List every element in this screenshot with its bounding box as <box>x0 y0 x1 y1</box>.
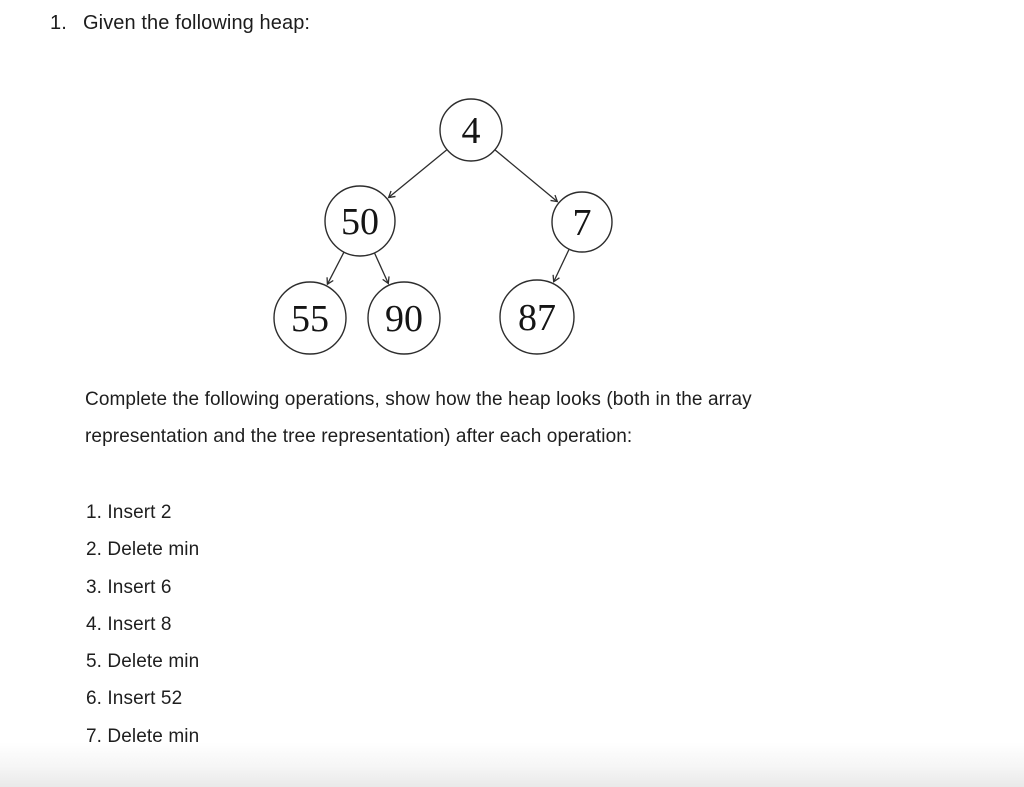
heap-node-label: 55 <box>291 298 329 340</box>
heap-node-circle <box>367 281 441 355</box>
heap-node: 4 <box>439 98 503 162</box>
heap-node-circle <box>551 191 613 253</box>
heap-edges <box>326 149 570 286</box>
heap-tree-diagram: 4 50 7 55 90 87 <box>273 98 613 355</box>
heap-node-label: 7 <box>573 202 592 244</box>
operation-item: 4. Insert 8 <box>86 613 172 635</box>
question-heading: 1. Given the following heap: <box>50 9 310 37</box>
question-number: 1. <box>50 12 67 34</box>
operation-item: 2. Delete min <box>86 539 200 561</box>
instructions-paragraph: Complete the following operations, show … <box>85 389 752 447</box>
operations-list: 1. Insert 2 2. Delete min 3. Insert 6 4. In… <box>86 494 199 755</box>
heap-nodes: 4 50 7 55 90 87 <box>273 98 613 355</box>
heap-edge <box>326 251 345 286</box>
operation-item: 3. Insert 6 <box>86 576 172 598</box>
operation-item: 6. Insert 52 <box>86 688 183 710</box>
heap-edge <box>373 252 390 285</box>
heap-node-label: 4 <box>462 110 481 152</box>
heap-edge <box>552 248 570 283</box>
heap-node-label: 50 <box>341 201 379 243</box>
operation-item: 1. Insert 2 <box>86 502 172 523</box>
heap-node-label: 90 <box>385 298 423 340</box>
operation-item: 5. Delete min <box>86 651 200 673</box>
heap-node: 87 <box>499 279 575 355</box>
question-title: Given the following heap: <box>83 12 311 34</box>
heap-node: 90 <box>367 281 441 355</box>
heap-node-circle <box>499 279 575 355</box>
heap-node: 55 <box>273 281 347 355</box>
operation-item: 7. Delete min <box>86 725 200 747</box>
heap-node-circle <box>439 98 503 162</box>
heap-node: 7 <box>551 191 613 253</box>
heap-node-circle <box>324 185 396 257</box>
heap-node: 50 <box>324 185 396 257</box>
heap-node-label: 87 <box>518 297 556 339</box>
heap-edge <box>387 149 448 199</box>
heap-node-circle <box>273 281 347 355</box>
heap-edge <box>494 149 559 203</box>
